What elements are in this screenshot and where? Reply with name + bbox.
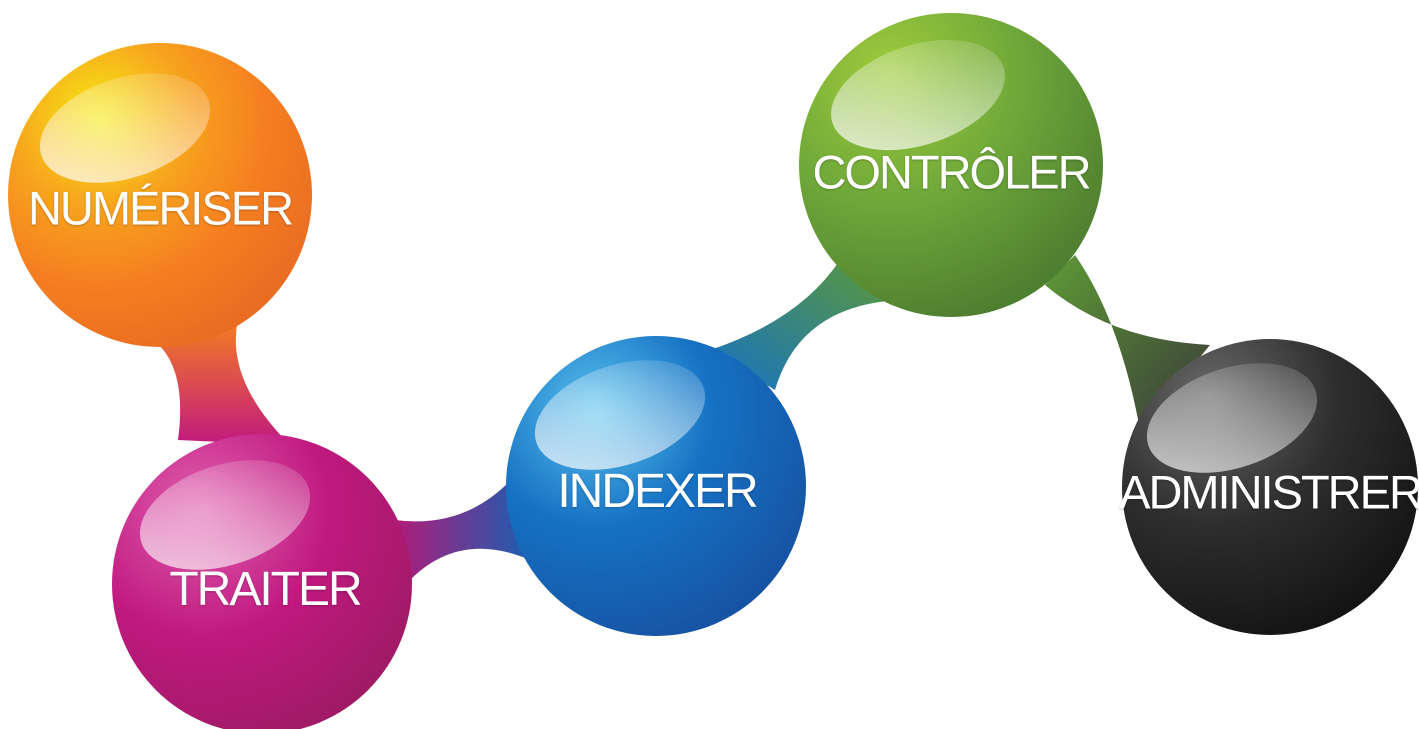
- node-indexer: [506, 336, 806, 636]
- gloss-controler: [831, 39, 1005, 151]
- connector-numeriser-traiter: [135, 320, 290, 445]
- connector-traiter-indexer: [395, 470, 530, 580]
- gloss-indexer: [534, 360, 706, 470]
- node-numeriser: [8, 43, 312, 347]
- gloss-administrer: [1146, 363, 1318, 473]
- label-traiter: TRAITER: [169, 563, 362, 616]
- node-administrer: [1122, 339, 1418, 635]
- gloss-numeriser: [39, 73, 211, 183]
- label-indexer: INDEXER: [557, 465, 758, 518]
- node-traiter: [112, 434, 412, 729]
- label-administrer: ADMINISTRER: [1119, 465, 1419, 519]
- label-controler: CONTRÔLER: [812, 145, 1091, 199]
- gloss-traiter: [139, 460, 311, 570]
- connector-indexer-controler: [710, 260, 900, 390]
- node-controler: [799, 13, 1103, 317]
- label-numeriser: NUMÉRISER: [27, 181, 294, 235]
